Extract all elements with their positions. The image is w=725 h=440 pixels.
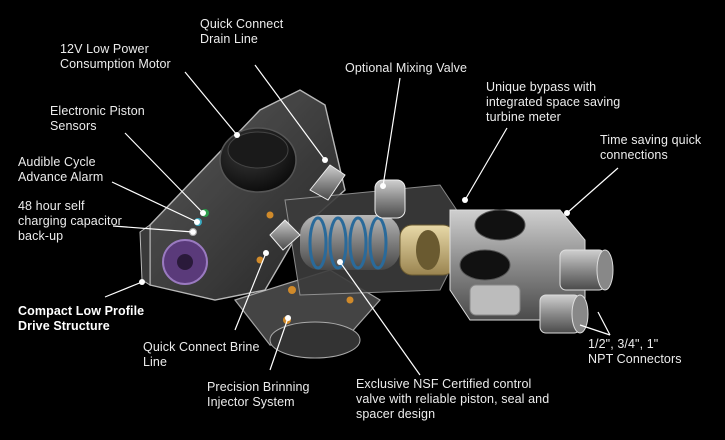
leader-lines xyxy=(104,64,619,376)
motor xyxy=(219,127,297,193)
label-control-valve: Exclusive NSF Certified control valve wi… xyxy=(356,377,550,421)
label-motor: 12V Low Power Consumption Motor xyxy=(60,42,171,71)
label-piston-sensors: Electronic Piston Sensors xyxy=(50,104,145,133)
npt-connectors-art xyxy=(539,249,614,334)
drive-gear xyxy=(162,239,208,285)
label-alarm: Audible Cycle Advance Alarm xyxy=(18,155,104,184)
label-brine-line: Quick Connect Brine Line xyxy=(143,340,260,369)
quick-connect-fittings xyxy=(269,164,406,251)
label-quick-connections: Time saving quick connections xyxy=(600,133,702,162)
label-injector: Precision Brinning Injector System xyxy=(207,380,310,409)
label-drive-structure: Compact Low Profile Drive Structure xyxy=(18,304,145,333)
label-npt-connectors: 1/2", 3/4", 1" NPT Connectors xyxy=(588,337,682,366)
label-capacitor: 48 hour self charging capacitor back-up xyxy=(18,199,122,243)
turbine-meter xyxy=(399,224,456,276)
label-drain-line: Quick Connect Drain Line xyxy=(200,17,284,46)
label-bypass: Unique bypass with integrated space savi… xyxy=(486,80,621,124)
label-mixing-valve: Optional Mixing Valve xyxy=(345,61,468,75)
leader-endpoints xyxy=(139,132,570,321)
injector-housing xyxy=(269,321,361,359)
